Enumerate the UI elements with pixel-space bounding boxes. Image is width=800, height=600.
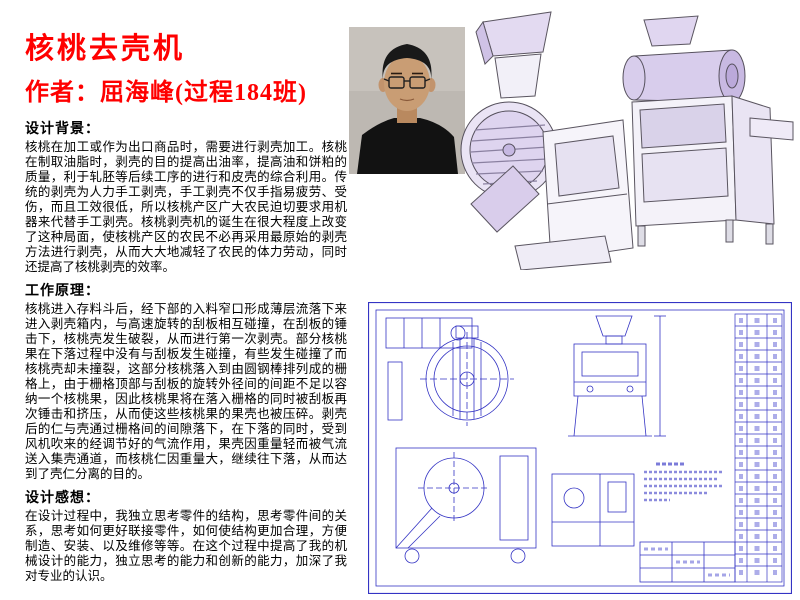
drawing-notes-text xyxy=(644,462,724,502)
cad-render-left xyxy=(455,8,645,270)
section-body: 在设计过程中，我独立思考零件的结构，思考零件间的关系，思考如何更好联接零件，如何… xyxy=(25,509,347,583)
cad-right-graphic xyxy=(622,15,794,247)
photo-face xyxy=(384,55,430,111)
cad-left-drum xyxy=(460,101,558,199)
drawing-view-side xyxy=(395,447,537,564)
photo-shirt xyxy=(357,118,458,174)
section-design-reflection: 设计感想： 在设计过程中，我独立思考零件的结构，思考零件间的关系，思考如何更好联… xyxy=(25,487,347,584)
cad-right-hopper xyxy=(643,15,699,47)
title-block: 核桃去壳机 作者：屈海峰(过程184班) xyxy=(25,33,307,107)
engineering-drawing xyxy=(368,302,792,594)
photo-hair xyxy=(382,44,432,81)
drawing-parts-list-text xyxy=(739,318,777,580)
slide-author: 作者：屈海峰(过程184班) xyxy=(25,79,307,106)
drawing-view-drum xyxy=(387,325,514,426)
cad-right-cabinet xyxy=(631,95,775,227)
text-column: 设计背景： 核桃在加工或作为出口商品时，需要进行剥壳加工。核桃在制取油脂时，剥壳… xyxy=(25,113,347,584)
section-design-background: 设计背景： 核桃在加工或作为出口商品时，需要进行剥壳加工。核桃在制取油脂时，剥壳… xyxy=(25,118,347,275)
slide-title: 核桃去壳机 xyxy=(25,33,186,65)
section-heading: 设计背景： xyxy=(25,122,100,137)
photo-mouth xyxy=(399,98,415,102)
cad-left-graphic xyxy=(460,11,634,270)
author-photo xyxy=(349,27,465,174)
cad-left-chute xyxy=(470,165,540,233)
section-body: 核桃进入存料斗后，经下部的入料窄口形成薄层流落下来进入剥壳箱内，与高速旋转的刮板… xyxy=(25,302,347,481)
section-body: 核桃在加工或作为出口商品时，需要进行剥壳加工。核桃在制取油脂时，剥壳的目的提高出… xyxy=(25,140,347,274)
engineering-drawing-graphic xyxy=(368,302,792,594)
drawing-parts-list xyxy=(734,313,783,583)
drawing-view-detail xyxy=(551,473,635,547)
cad-right-legs xyxy=(637,219,774,247)
cad-left-feedbox xyxy=(494,53,542,99)
cad-left-frame xyxy=(542,119,634,261)
cad-right-chute xyxy=(749,117,794,141)
drawing-inner-border xyxy=(375,309,785,587)
drawing-view-front xyxy=(568,315,666,437)
cad-left-hopper xyxy=(475,11,552,99)
photo-glasses xyxy=(383,76,431,89)
drawing-title-block xyxy=(639,541,736,583)
cad-left-base xyxy=(514,235,612,270)
drawing-title-block-text xyxy=(644,547,730,577)
author-photo-graphic xyxy=(349,27,465,174)
cad-render-right xyxy=(620,14,795,254)
section-heading: 设计感想： xyxy=(25,491,100,506)
cad-right-drum xyxy=(622,49,746,103)
section-working-principle: 工作原理： 核桃进入存料斗后，经下部的入料窄口形成薄层流落下来进入剥壳箱内，与高… xyxy=(25,280,347,482)
section-heading: 工作原理： xyxy=(25,284,100,299)
